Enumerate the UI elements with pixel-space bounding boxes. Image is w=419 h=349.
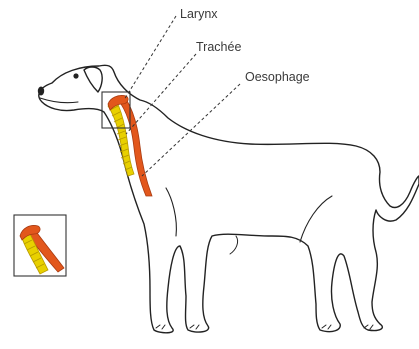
larynx-label: Larynx [180,7,218,21]
esophagus-label: Oesophage [245,70,310,84]
trachea-label: Trachée [196,40,241,54]
dog-outline [38,65,419,333]
larynx-inset [14,215,66,276]
larynx-leader-line [124,16,176,100]
